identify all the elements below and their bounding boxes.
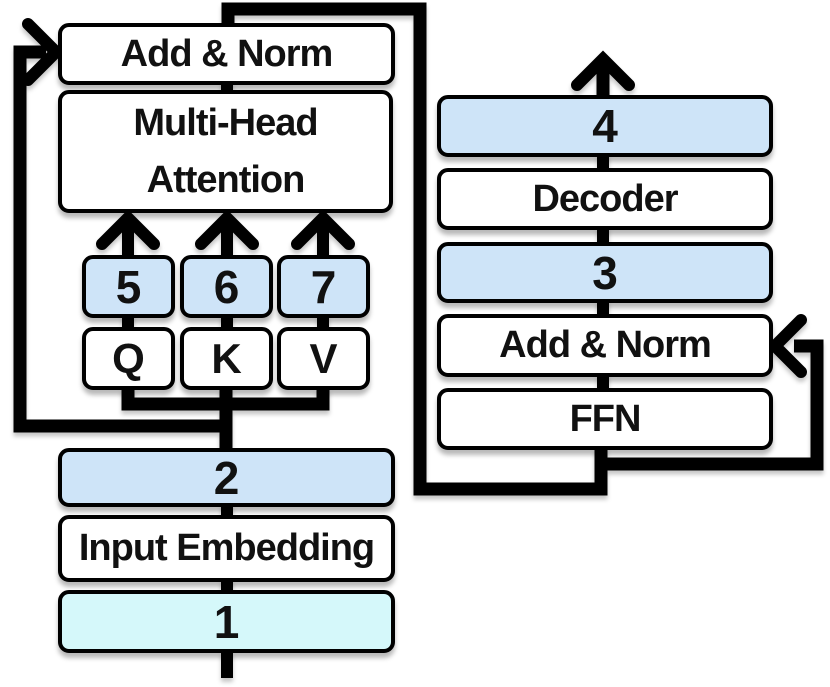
node-encoder-add-norm: Add & Norm [58,23,395,85]
multi-head-attention-line1: Multi-Head [133,101,318,144]
node-input-embedding: Input Embedding [58,515,395,582]
node-blank-7: 7 [277,255,370,318]
arrowhead-into-encoder-addnorm-icon [22,18,65,86]
encoder-residual-wire [13,45,232,433]
arrowhead-up-k-icon [195,209,259,250]
arrowhead-output-icon [571,50,635,91]
node-key: K [180,327,273,390]
arrowhead-into-decoder-addnorm-icon [766,314,807,378]
node-query: Q [82,327,175,390]
arrowhead-up-q-icon [96,209,160,250]
node-decoder-add-norm: Add & Norm [437,314,773,377]
node-blank-5: 5 [82,255,175,318]
encoder-to-decoder-wire [221,2,608,496]
arrowhead-up-v-icon [291,209,355,250]
node-blank-3: 3 [437,242,773,303]
node-blank-4: 4 [437,95,773,157]
ffn-residual-wire [601,339,824,471]
multi-head-attention-line2: Attention [146,158,306,201]
node-blank-6: 6 [180,255,273,318]
node-value: V [277,327,370,390]
node-blank-1: 1 [58,590,395,653]
node-blank-2: 2 [58,448,395,507]
node-decoder: Decoder [437,168,773,230]
node-multi-head-attention: Multi-Head Attention [58,90,393,213]
node-ffn: FFN [437,388,773,450]
